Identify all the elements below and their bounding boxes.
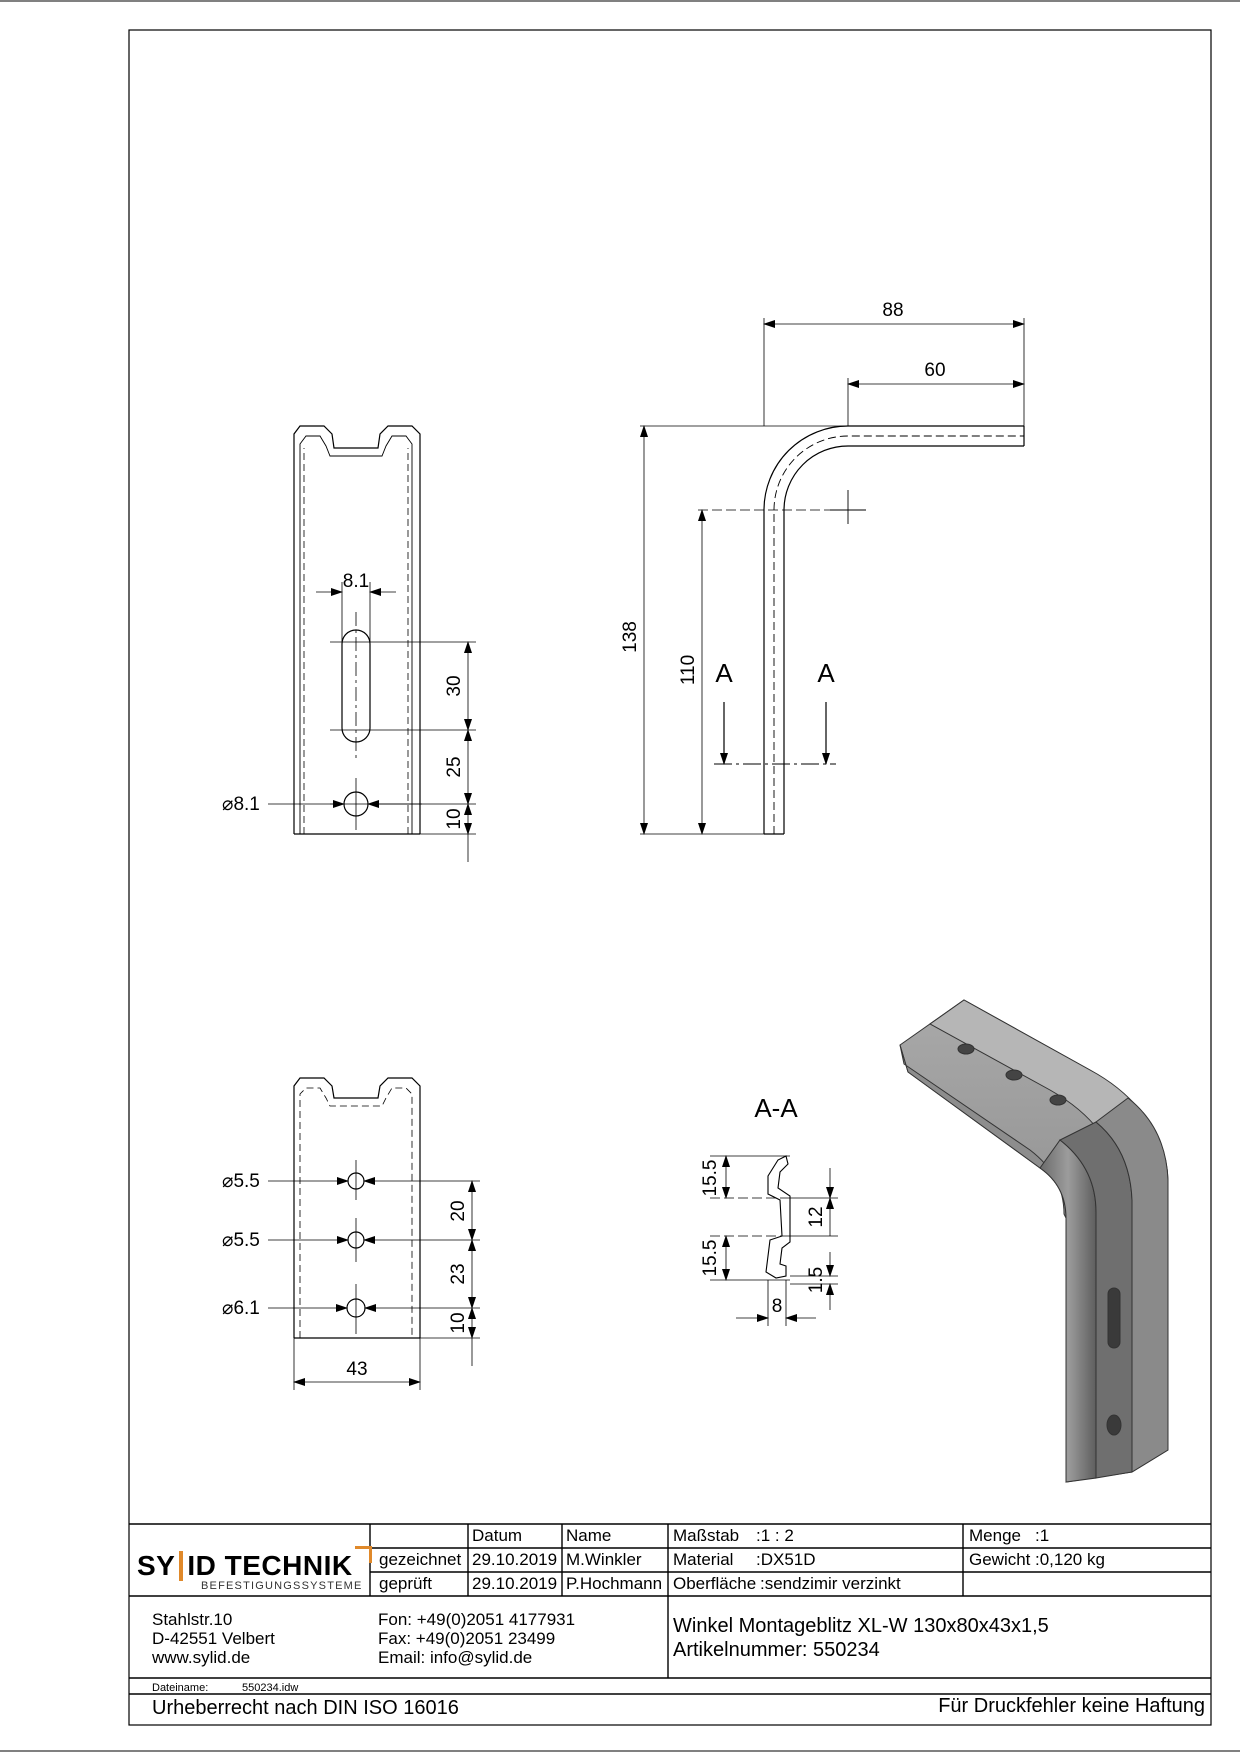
dim-43: 43: [346, 1359, 367, 1380]
dim-1-5: 1.5: [806, 1267, 827, 1293]
drawn-date: 29.10.2019: [472, 1550, 558, 1569]
quantity-label: Menge: [969, 1526, 1021, 1545]
logo-accent-bar: [179, 1551, 184, 1581]
checked-label: geprüft: [379, 1574, 432, 1593]
filename-value: 550234.idw: [242, 1682, 299, 1694]
surface-label: Oberfläche: [673, 1574, 757, 1593]
dim-10-top: 10: [444, 808, 465, 829]
drawn-name: M.Winkler: [566, 1550, 642, 1569]
disclaimer-note: Für Druckfehler keine Haftung: [938, 1695, 1205, 1717]
company-logo: SY ID TECHNIK: [137, 1546, 372, 1582]
contact-email: Email: info@sylid.de: [378, 1648, 533, 1667]
section-mark-a-left: A: [715, 658, 733, 688]
contact-fax: Fax: +49(0)2051 23499: [378, 1629, 556, 1648]
header-name: Name: [566, 1526, 612, 1545]
dim-25: 25: [444, 756, 465, 777]
dim-15-5-top: 15.5: [700, 1160, 721, 1197]
logo-tagline: BEFESTIGUNGSSYSTEME: [201, 1580, 363, 1592]
dim-23: 23: [448, 1263, 469, 1284]
dim-12: 12: [806, 1206, 827, 1227]
dim-138: 138: [620, 621, 641, 653]
scale-label: Maßstab: [673, 1526, 740, 1545]
section-a-a-profile: [710, 1155, 838, 1326]
dim-60: 60: [924, 360, 945, 381]
dim-20: 20: [448, 1200, 469, 1221]
copyright-note: Urheberrecht nach DIN ISO 16016: [152, 1697, 459, 1719]
product-title: Winkel Montageblitz XL-W 130x80x43x1,5: [673, 1615, 1049, 1637]
dim-8: 8: [772, 1296, 783, 1317]
front-view-upright: [268, 425, 476, 862]
title-block: SY ID TECHNIK BEFESTIGUNGSSYSTEME Datum N…: [129, 1524, 1211, 1725]
logo-corner-icon: [354, 1546, 372, 1563]
dim-hole-dia-5-5-b: ⌀5.5: [222, 1230, 260, 1251]
dim-88: 88: [882, 300, 903, 321]
scale-value: :1 : 2: [756, 1526, 794, 1545]
dim-30: 30: [444, 675, 465, 696]
title-block-grid: [129, 1523, 1211, 1695]
article-number: Artikelnummer: 550234: [673, 1639, 880, 1661]
checked-name: P.Hochmann: [566, 1574, 663, 1593]
material-label: Material: [673, 1550, 734, 1569]
dim-10-bottom: 10: [448, 1312, 469, 1333]
drawn-label: gezeichnet: [379, 1550, 462, 1569]
weight-label: Gewicht: [969, 1550, 1031, 1569]
address-street: Stahlstr.10: [152, 1610, 233, 1629]
dim-slot-width: 8.1: [343, 571, 369, 592]
section-mark-a-right: A: [817, 658, 835, 688]
contact-phone: Fon: +49(0)2051 4177931: [378, 1610, 576, 1629]
front-view-horizontal-leg: [268, 1077, 480, 1390]
material-value: :DX51D: [756, 1550, 816, 1569]
dim-hole-dia-8-1: ⌀8.1: [222, 794, 260, 815]
checked-date: 29.10.2019: [472, 1574, 558, 1593]
drawing-frame: [128, 29, 1212, 1726]
header-datum: Datum: [472, 1526, 523, 1545]
filename-label: Dateiname:: [152, 1682, 209, 1694]
quantity-value: :1: [1035, 1526, 1050, 1545]
address-website: www.sylid.de: [152, 1648, 251, 1667]
dim-110: 110: [678, 655, 699, 685]
dim-hole-dia-6-1: ⌀6.1: [222, 1298, 260, 1319]
side-view: [640, 318, 1025, 835]
surface-value: :sendzimir verzinkt: [760, 1574, 901, 1593]
section-title-a-a: A-A: [754, 1093, 798, 1123]
dim-hole-dia-5-5-a: ⌀5.5: [222, 1171, 260, 1192]
logo-text-sy: SY: [137, 1550, 176, 1581]
logo-text-technik: ID TECHNIK: [187, 1550, 353, 1581]
weight-value: :0,120 kg: [1035, 1550, 1105, 1569]
dim-15-5-bottom: 15.5: [700, 1240, 721, 1277]
address-city: D-42551 Velbert: [152, 1629, 275, 1648]
isometric-render: [899, 999, 1169, 1483]
